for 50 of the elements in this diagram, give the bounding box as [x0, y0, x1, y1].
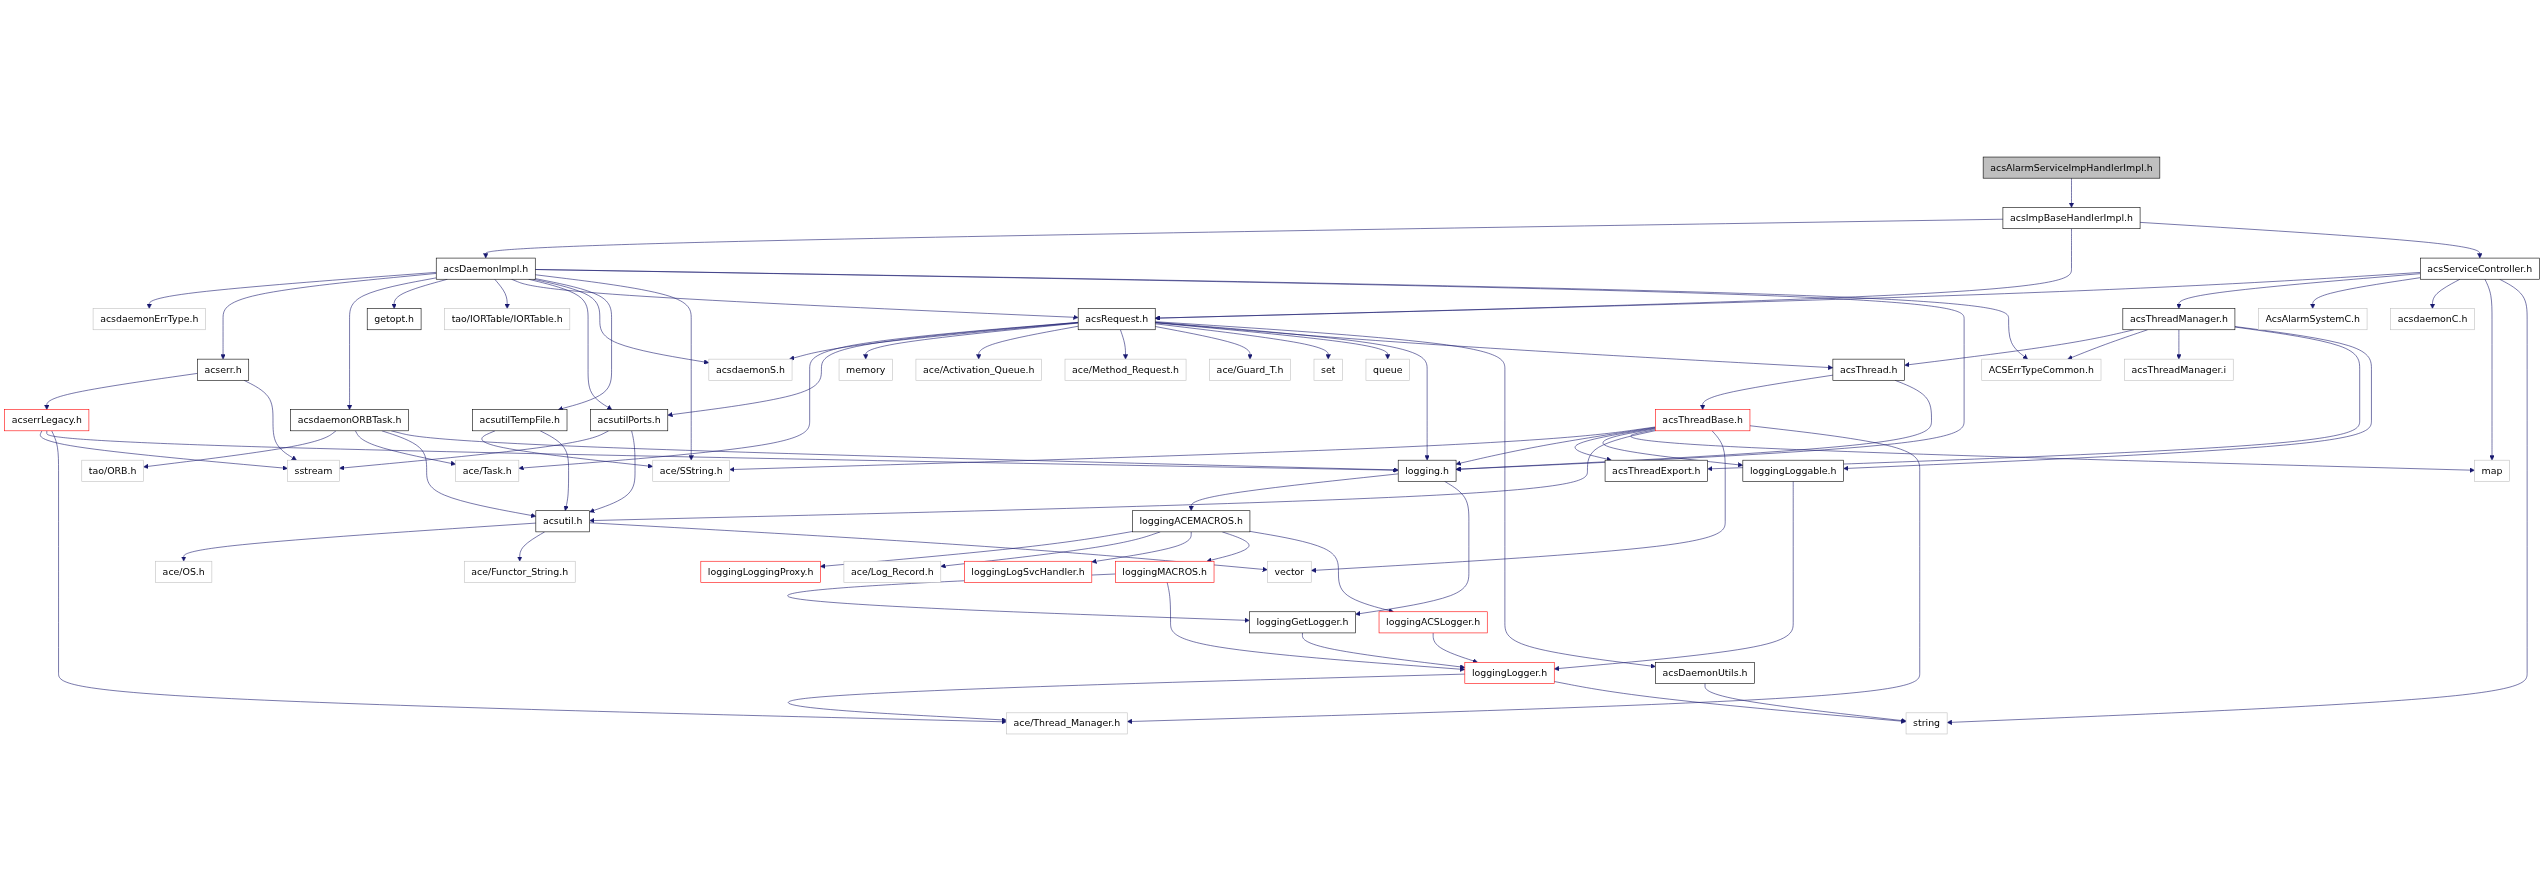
- node-box: acsThreadManager.i: [2124, 358, 2234, 381]
- node-box: loggingLoggingProxy.h: [700, 560, 821, 583]
- node-box: vector: [1267, 560, 1312, 583]
- node-box: acsServiceController.h: [2420, 257, 2540, 280]
- node-box: logging.h: [1397, 459, 1457, 482]
- node-box: tao/ORB.h: [81, 459, 144, 482]
- node-box: ace/Functor_String.h: [463, 560, 576, 583]
- node-box: ace/Log_Record.h: [843, 560, 942, 583]
- node-box: loggingACSLogger.h: [1378, 611, 1488, 634]
- node-box: acsutilPorts.h: [590, 409, 669, 432]
- node-box: string: [1905, 712, 1948, 735]
- node-box: acserrLegacy.h: [4, 409, 90, 432]
- node-box: loggingLoggable.h: [1742, 459, 1844, 482]
- node-box: queue: [1365, 358, 1410, 381]
- node-box: acsThreadManager.h: [2122, 308, 2236, 331]
- node-box: ace/Method_Request.h: [1064, 358, 1187, 381]
- node-box: ace/Activation_Queue.h: [915, 358, 1042, 381]
- node-box: acsImpBaseHandlerImpl.h: [2002, 207, 2141, 229]
- node-box: set: [1313, 358, 1343, 381]
- node-box: acsThread.h: [1832, 358, 1905, 381]
- node-box: acsdaemonS.h: [708, 358, 793, 381]
- node-box: acsRequest.h: [1077, 308, 1156, 331]
- node-box: acsAlarmServiceImpHandlerImpl.h: [1982, 156, 2161, 179]
- node-box: ace/Task.h: [455, 459, 520, 482]
- node-box: acsThreadExport.h: [1604, 459, 1708, 482]
- node-box: memory: [838, 358, 893, 381]
- node-box: acserr.h: [197, 358, 250, 381]
- node-box: acsDaemonImpl.h: [435, 257, 536, 280]
- node-box: getopt.h: [366, 308, 422, 331]
- node-box: tao/IORTable/IORTable.h: [444, 308, 571, 331]
- node-box: acsDaemonUtils.h: [1655, 662, 1755, 684]
- node-box: loggingLogSvcHandler.h: [964, 560, 1093, 583]
- node-box: loggingACEMACROS.h: [1132, 510, 1251, 533]
- node-box: ace/OS.h: [155, 560, 213, 583]
- node-box: loggingLogger.h: [1464, 662, 1555, 684]
- node-box: loggingGetLogger.h: [1249, 611, 1356, 634]
- node-box: ace/Guard_T.h: [1209, 358, 1291, 381]
- node-box: ace/Thread_Manager.h: [1006, 712, 1128, 735]
- node-box: sstream: [287, 459, 340, 482]
- node-box: acsutil.h: [535, 510, 590, 533]
- node-box: ACSErrTypeCommon.h: [1981, 358, 2102, 381]
- node-box: acsThreadBase.h: [1655, 409, 1751, 432]
- node-box: AcsAlarmSystemC.h: [2258, 308, 2368, 331]
- node-box: ace/SString.h: [652, 459, 730, 482]
- node-box: map: [2474, 459, 2510, 482]
- node-box: acsdaemonC.h: [2390, 308, 2475, 331]
- node-box: acsdaemonErrType.h: [92, 308, 206, 331]
- node-box: acsutilTempFile.h: [472, 409, 568, 432]
- node-box: loggingMACROS.h: [1115, 560, 1215, 583]
- node-box: acsdaemonORBTask.h: [290, 409, 409, 432]
